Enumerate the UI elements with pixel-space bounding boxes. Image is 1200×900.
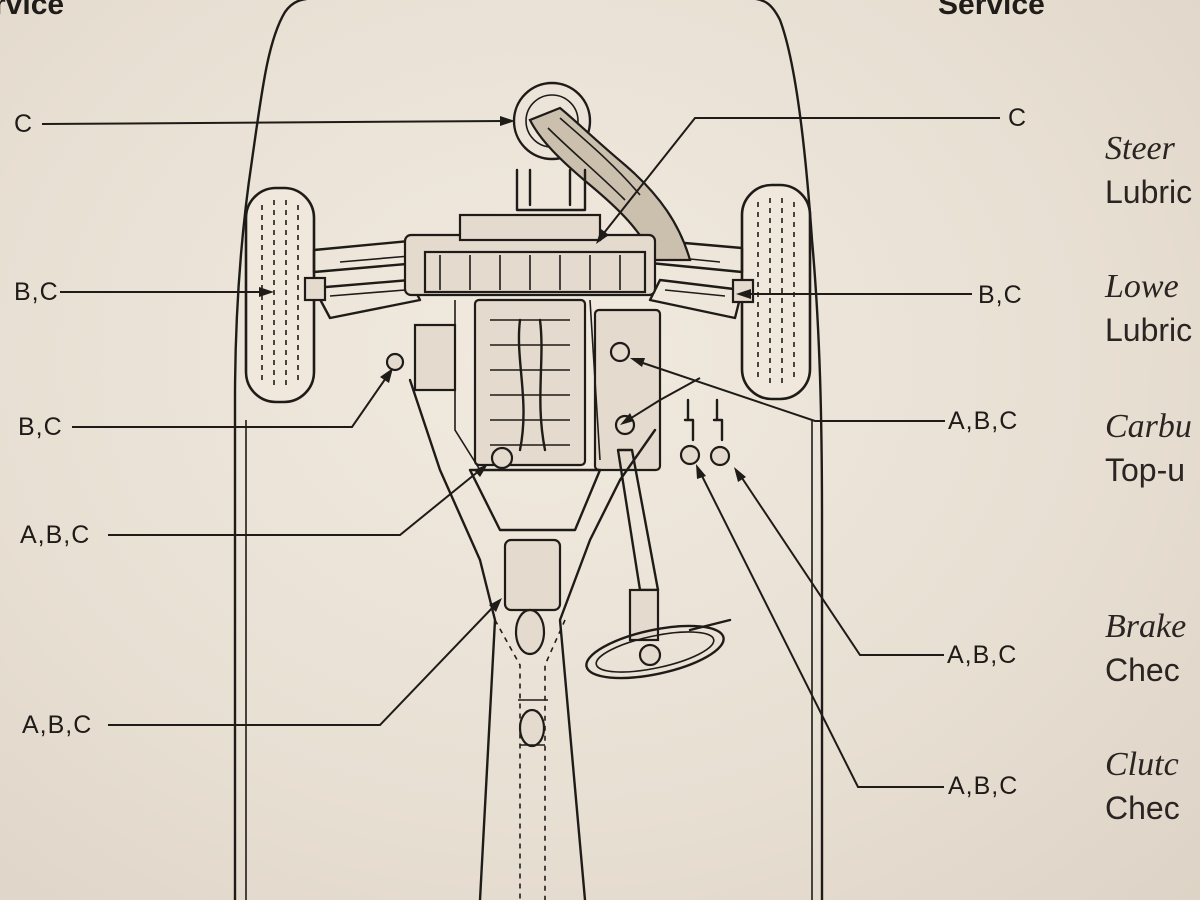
central-tunnel — [408, 378, 657, 900]
service-item-title: Clutc — [1105, 746, 1179, 783]
service-item-clutch: Clutc Chec — [1105, 746, 1180, 826]
callout-right-4: A,B,C — [947, 641, 1018, 669]
callout-left-5: A,B,C — [22, 711, 93, 739]
callout-right-3: A,B,C — [948, 407, 1019, 435]
callout-right-1: C — [1008, 104, 1028, 132]
section-heading-left: rvice — [0, 0, 65, 21]
service-item-desc: Chec — [1105, 652, 1180, 688]
callout-left-1: C — [14, 110, 34, 138]
service-item-carburettor: Carbu Top-u — [1105, 408, 1192, 488]
engine — [385, 213, 662, 472]
service-item-title: Brake — [1105, 608, 1187, 645]
body-outline — [233, 0, 824, 900]
callout-left-4: A,B,C — [20, 521, 91, 549]
air-intake — [512, 81, 692, 262]
callout-right-5: A,B,C — [948, 772, 1019, 800]
callout-left-2: B,C — [14, 278, 59, 306]
service-item-desc: Chec — [1105, 790, 1180, 826]
fluid-reservoirs — [679, 398, 731, 467]
callout-right-2: B,C — [978, 281, 1023, 309]
service-item-brake: Brake Chec — [1105, 608, 1187, 688]
service-item-title: Lowe — [1105, 268, 1179, 305]
section-heading-right: Service — [938, 0, 1045, 21]
service-item-desc: Top-u — [1105, 452, 1186, 488]
service-item-desc: Lubric — [1105, 312, 1193, 348]
service-item-title: Carbu — [1105, 408, 1192, 445]
service-item-steering: Steer Lubric — [1105, 130, 1193, 210]
steering — [585, 448, 732, 680]
service-item-title: Steer — [1105, 130, 1175, 167]
leader-lines — [41, 116, 1000, 788]
service-item-desc: Lubric — [1105, 174, 1193, 210]
service-item-lower: Lowe Lubric — [1105, 268, 1193, 348]
callout-left-3: B,C — [18, 413, 63, 441]
front-left-wheel — [244, 186, 316, 404]
